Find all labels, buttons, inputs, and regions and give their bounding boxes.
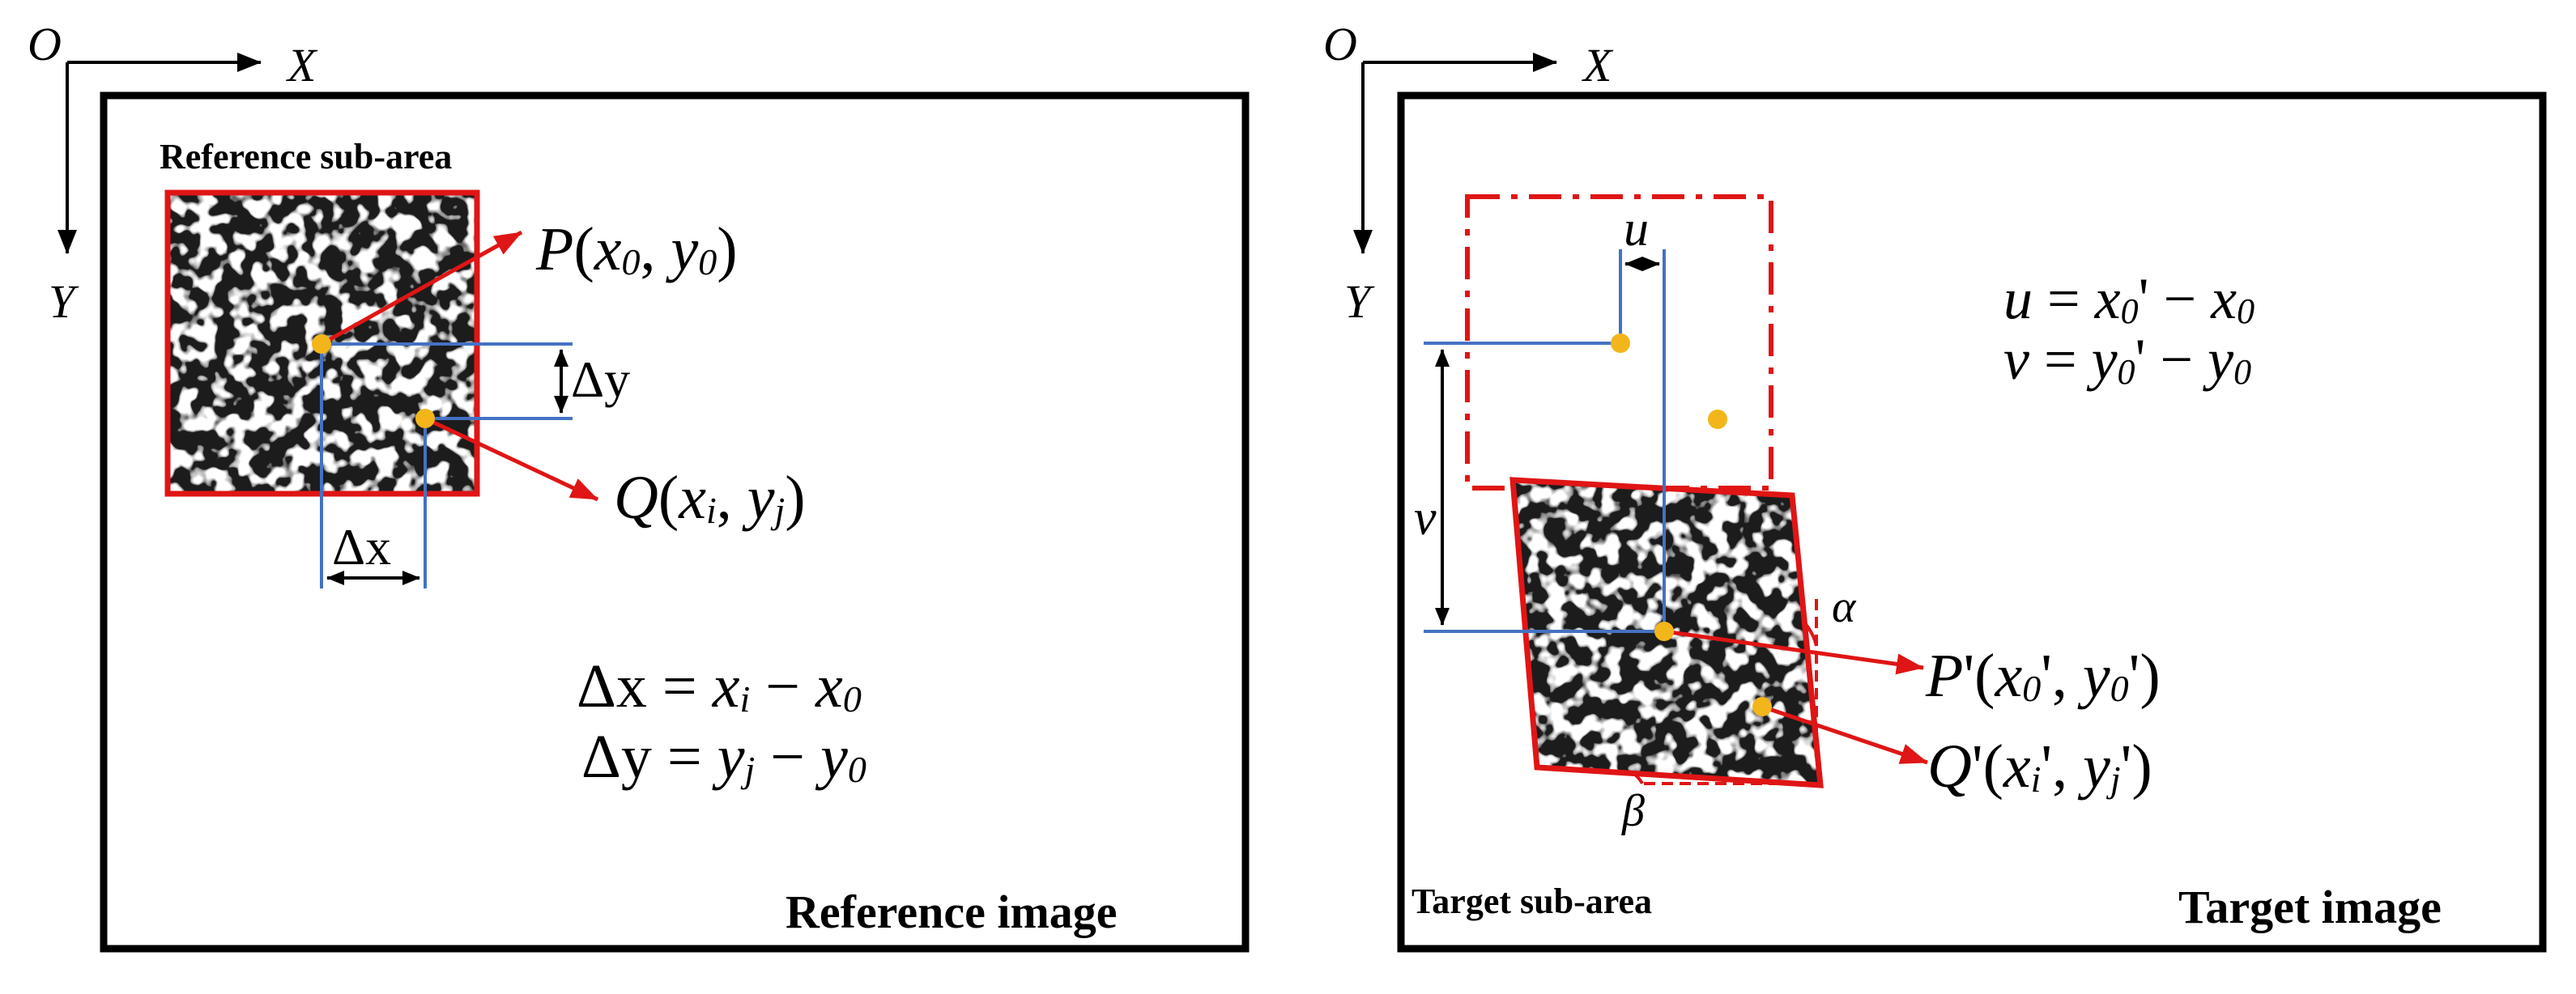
target-alpha-label: α <box>1832 582 1857 632</box>
target-v-label: v <box>1414 491 1437 546</box>
reference-dy-label: Δy <box>571 350 630 408</box>
target-equation-v: v = y0' − y0 <box>2003 327 2251 392</box>
reference-guide-lines <box>320 342 573 588</box>
reference-q-label: Q(xi, yj) <box>614 464 806 532</box>
target-original-point-q <box>1708 410 1727 429</box>
target-q-arrow <box>1761 704 1928 765</box>
target-u-label: u <box>1624 202 1649 257</box>
target-equation-u: u = x0' − x0 <box>2003 266 2255 331</box>
reference-point-q <box>415 409 435 428</box>
reference-p-label: P(x0, y0) <box>535 215 738 283</box>
target-point-p-prime <box>1654 622 1674 641</box>
target-beta-arc <box>1630 770 1644 784</box>
target-guide-lines <box>1424 249 1666 633</box>
target-subarea-label: Target sub-area <box>1411 881 1652 921</box>
reference-axes: O X Y <box>28 18 318 328</box>
target-q-prime-label: Q'(xi', yj') <box>1927 733 2152 801</box>
target-alpha-arc <box>1803 622 1818 647</box>
reference-y-label: Y <box>49 275 79 328</box>
target-deformed-subarea-border <box>1509 477 1824 788</box>
reference-p-arrow <box>320 230 523 346</box>
reference-panel: O X Y Reference image Reference sub-area… <box>28 18 1250 953</box>
reference-subarea-label: Reference sub-area <box>160 137 452 176</box>
reference-image-frame <box>100 91 1250 953</box>
target-point-q-prime <box>1752 697 1772 716</box>
target-original-point-p <box>1611 333 1630 353</box>
reference-q-arrow <box>424 416 599 502</box>
reference-image-label: Reference image <box>786 886 1118 938</box>
reference-origin-label: O <box>28 18 62 70</box>
target-p-prime-label: P'(x0', y0') <box>1925 642 2161 710</box>
reference-dx-label: Δx <box>332 518 391 576</box>
reference-point-p <box>312 334 331 354</box>
target-x-label: X <box>1582 39 1614 91</box>
target-y-label: Y <box>1344 275 1375 328</box>
target-origin-label: O <box>1323 18 1357 70</box>
target-panel: O X Y Target image Target sub-area α β <box>1323 18 2547 953</box>
target-beta-label: β <box>1621 786 1645 836</box>
target-axes: O X Y <box>1323 18 1614 328</box>
reference-equation-dx: Δx = xi − x0 <box>577 652 862 720</box>
reference-equation-dy: Δy = yj − y0 <box>581 723 866 791</box>
target-image-label: Target image <box>2178 881 2442 933</box>
target-p-arrow <box>1663 629 1924 675</box>
target-image-frame <box>1397 91 2547 953</box>
reference-x-label: X <box>286 39 318 91</box>
